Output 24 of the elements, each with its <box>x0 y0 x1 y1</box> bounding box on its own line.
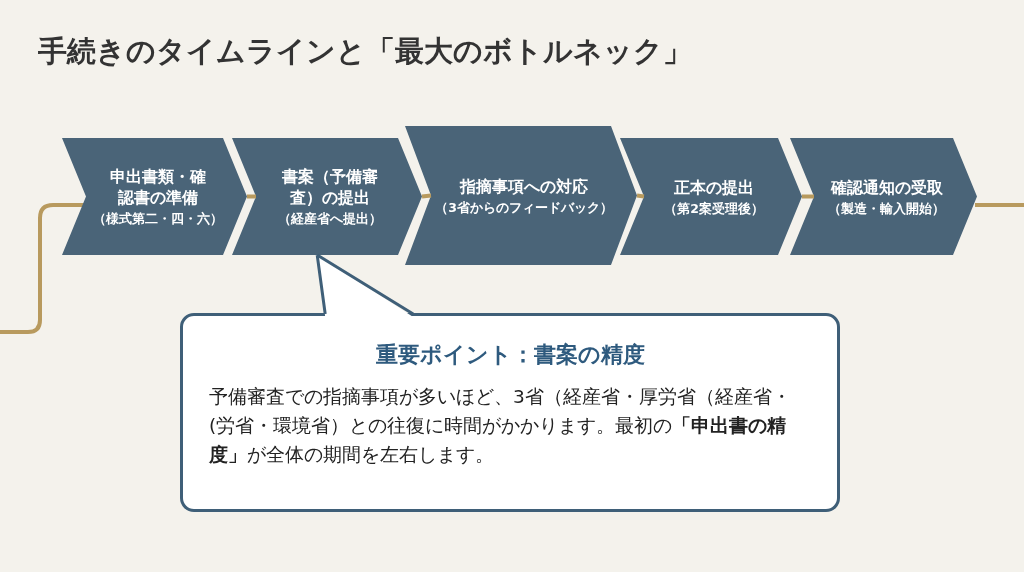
process-step <box>790 138 977 255</box>
connector-line <box>636 193 645 199</box>
title: 手続きのタイムラインと「最大のボトルネック」 <box>38 33 692 70</box>
step-title: 書案（予備審査）の提出 <box>281 166 379 208</box>
connector-line <box>247 194 256 199</box>
step-subtitle: （第2案受理後） <box>664 199 764 217</box>
process-step <box>62 138 247 255</box>
step-subtitle: （3省からのフィードバック） <box>435 198 613 216</box>
callout-heading: 重要ポイント：書案の精度 <box>374 341 646 369</box>
step-title: 申出書類・確認書の準備 <box>108 166 207 208</box>
callout-bubble <box>180 313 840 512</box>
process-step <box>405 126 637 265</box>
step-title: 確認通知の受取 <box>830 176 943 198</box>
step-subtitle: （経産省へ提出） <box>278 210 382 227</box>
step-subtitle: （製造・輸入開始） <box>828 199 945 217</box>
step-title: 正本の提出 <box>674 176 754 198</box>
connector-line <box>802 194 814 199</box>
callout-pointer <box>315 253 415 317</box>
step-title: 指摘事項への対応 <box>460 175 588 197</box>
step-subtitle: （様式第二・四・六） <box>92 210 223 227</box>
callout-text: 予備審査での指摘事項が多いほど、3省（経産省・厚労省（経産省・(労省・環境省）との往復に時間がかかります。最初の「申出書の精度」が全体の期間を左右します。 <box>209 385 792 467</box>
connector-line <box>421 193 432 199</box>
process-step <box>620 138 802 255</box>
process-step <box>232 138 422 255</box>
